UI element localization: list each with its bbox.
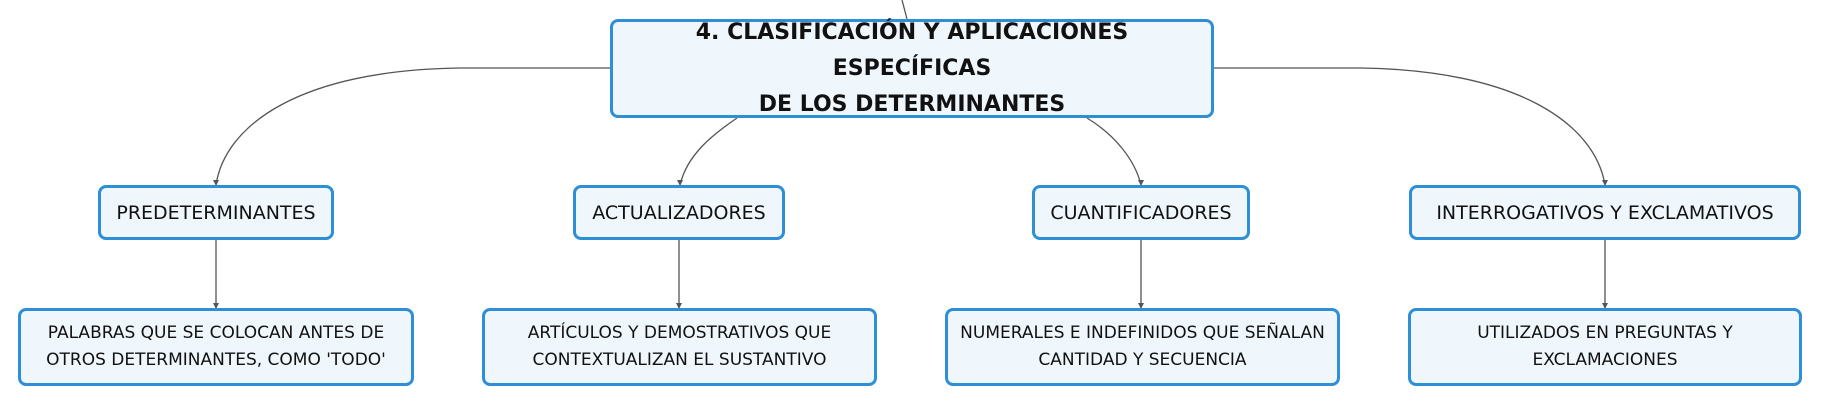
connector-root-to-predeterminantes [215,67,610,186]
description-line-2: CONTEXTUALIZAN EL SUSTANTIVO [532,350,827,370]
description-line-1: PALABRAS QUE SE COLOCAN ANTES DE [47,323,385,343]
category-node-interrogativos-exclamativos[interactable]: INTERROGATIVOS Y EXCLAMATIVOS [1409,185,1801,240]
connector-root-to-interrogativos [1214,67,1606,186]
root-topic-line-1: 4. CLASIFICACIÓN Y APLICACIONES ESPECÍFI… [695,19,1129,81]
description-line-1: NUMERALES E INDEFINIDOS QUE SEÑALAN [960,323,1325,343]
arrow-head-actualizadores [677,180,683,186]
arrow-head-desc-3 [1602,303,1608,309]
root-topic-line-2: DE LOS DETERMINANTES [758,91,1066,117]
root-topic-node[interactable]: 4. CLASIFICACIÓN Y APLICACIONES ESPECÍFI… [610,19,1214,118]
arrow-head-predeterminantes [213,180,219,186]
category-label: PREDETERMINANTES [116,201,316,224]
arrow-head-desc-1 [676,303,682,309]
category-node-actualizadores[interactable]: ACTUALIZADORES [573,185,785,240]
connector-parent-to-root [901,0,908,20]
description-node-predeterminantes[interactable]: PALABRAS QUE SE COLOCAN ANTES DE OTROS D… [18,308,414,386]
arrow-head-desc-2 [1138,303,1144,309]
category-label: CUANTIFICADORES [1050,201,1232,224]
description-line-2: CANTIDAD Y SECUENCIA [1038,350,1247,370]
description-line-1: ARTÍCULOS Y DEMOSTRATIVOS QUE [527,323,832,343]
description-line-1: UTILIZADOS EN PREGUNTAS Y [1477,323,1733,343]
category-label: ACTUALIZADORES [592,201,766,224]
connector-root-to-cuantificadores [1086,117,1142,186]
category-node-cuantificadores[interactable]: CUANTIFICADORES [1032,185,1250,240]
description-node-cuantificadores[interactable]: NUMERALES E INDEFINIDOS QUE SEÑALAN CANT… [945,308,1340,386]
description-node-actualizadores[interactable]: ARTÍCULOS Y DEMOSTRATIVOS QUE CONTEXTUAL… [482,308,877,386]
connector-root-to-actualizadores [679,117,738,186]
arrow-head-desc-0 [213,303,219,309]
arrow-head-cuantificadores [1138,180,1144,186]
category-label: INTERROGATIVOS Y EXCLAMATIVOS [1436,201,1774,224]
category-node-predeterminantes[interactable]: PREDETERMINANTES [98,185,334,240]
description-line-2: OTROS DETERMINANTES, COMO 'TODO' [46,350,386,370]
arrow-head-interrogativos [1602,180,1608,186]
description-node-interrogativos-exclamativos[interactable]: UTILIZADOS EN PREGUNTAS Y EXCLAMACIONES [1408,308,1802,386]
description-line-2: EXCLAMACIONES [1532,350,1678,370]
